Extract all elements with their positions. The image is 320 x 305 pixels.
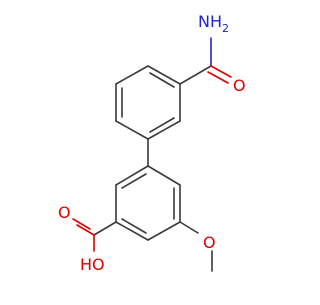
double-bond-inner bbox=[149, 72, 175, 88]
lower-benzene-ring bbox=[115, 165, 181, 241]
carboxylic-acid-group: O HO bbox=[58, 203, 117, 274]
double-bond-inner bbox=[121, 173, 147, 189]
bond bbox=[115, 65, 149, 85]
double-bond-to-oxygen bbox=[72, 218, 91, 230]
bond bbox=[147, 165, 181, 186]
double-bond-to-oxygen bbox=[76, 224, 95, 236]
molecule-structure: NH 2 O O HO O bbox=[58, 12, 246, 274]
double-bond-inner bbox=[121, 218, 147, 234]
amide-nitrogen-subscript: 2 bbox=[222, 22, 229, 35]
amide-oxygen-label: O bbox=[233, 76, 246, 95]
carbonyl-oxygen-label: O bbox=[58, 203, 71, 222]
bond bbox=[147, 221, 181, 241]
double-bond-inner bbox=[149, 117, 175, 133]
bond bbox=[115, 120, 149, 140]
double-bond-to-oxygen bbox=[210, 65, 232, 78]
double-bond-to-oxygen bbox=[207, 71, 229, 84]
methoxy-oxygen-label: O bbox=[203, 233, 216, 252]
bond bbox=[115, 221, 149, 241]
amide-group: NH 2 O bbox=[179, 12, 246, 95]
bond bbox=[147, 120, 181, 140]
bond bbox=[93, 221, 117, 236]
amide-nitrogen-label: NH bbox=[198, 12, 222, 31]
bond bbox=[147, 65, 181, 85]
upper-benzene-ring bbox=[115, 65, 181, 140]
bond bbox=[115, 165, 149, 186]
methoxy-group: O bbox=[179, 221, 216, 272]
hydroxyl-label: HO bbox=[80, 255, 105, 274]
bond bbox=[179, 65, 212, 85]
structure-canvas: NH 2 O O HO O bbox=[58, 12, 246, 274]
bond bbox=[179, 221, 199, 234]
